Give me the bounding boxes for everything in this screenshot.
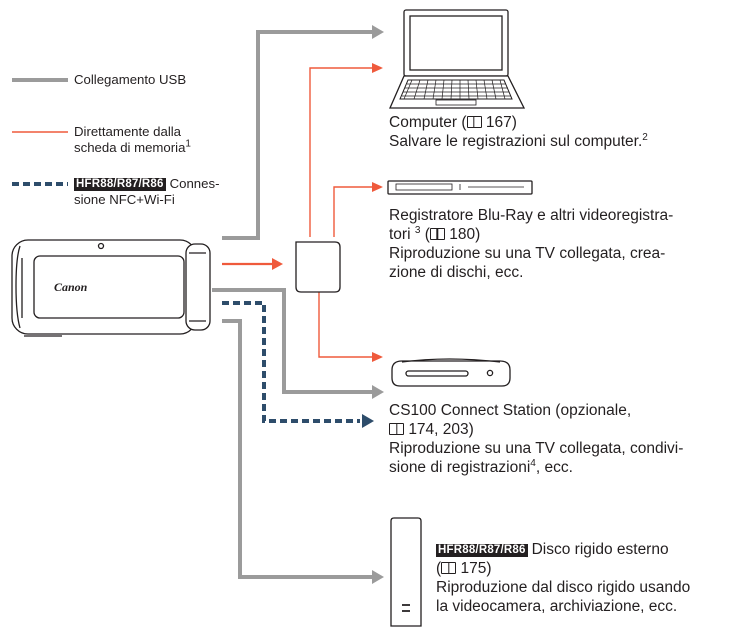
harddisk-desc-line2: la videocamera, archiviazione, ecc. [436, 598, 678, 615]
book-icon [429, 228, 445, 240]
usb-line-station [212, 288, 372, 394]
canon-logo: Canon [54, 280, 88, 294]
memory-line-station [318, 291, 374, 358]
legend-wifi-text1: Connes- [169, 176, 220, 191]
harddisk-title-text: Disco rigido esterno [531, 541, 669, 558]
memory-line-bluray [333, 186, 374, 237]
usb-arrow-computer [372, 25, 384, 39]
model-badge: HFR88/R87/R86 [74, 178, 166, 191]
legend-memory-line1: Direttamente dalla [74, 124, 182, 139]
usb-arrow-station [372, 385, 384, 399]
station-desc-text: sione di registrazioni [389, 459, 531, 476]
memory-card-icon [295, 241, 341, 293]
camcorder-icon: Canon [11, 239, 211, 337]
legend-wifi-line2: sione NFC+Wi-Fi [74, 192, 175, 207]
computer-title: Computer ( 167) [389, 113, 648, 132]
station-title: CS100 Connect Station (opzionale, [389, 402, 632, 419]
book-icon [389, 423, 404, 435]
station-pages[interactable]: 174, 203) [408, 421, 474, 438]
legend-memory-line2: scheda di memoria1 [74, 138, 191, 156]
computer-footnote: 2 [642, 131, 648, 143]
computer-page[interactable]: 167) [485, 114, 517, 131]
bluray-title-text: tori [389, 226, 411, 243]
book-icon [466, 116, 482, 128]
bluray-caption: Registratore Blu-Ray e altri videoregist… [389, 206, 673, 282]
station-desc-end: , ecc. [535, 459, 573, 476]
harddisk-page[interactable]: 175) [460, 560, 492, 577]
harddisk-desc-line1: Riproduzione dal disco rigido usando [436, 579, 691, 596]
bluray-footnote: 3 [414, 224, 421, 236]
laptop-icon [389, 9, 526, 109]
bluray-open-paren: ( [424, 226, 430, 243]
memory-arrow-station [372, 352, 383, 362]
bluray-title-line2: tori 3 ( 180) [389, 225, 673, 244]
memory-line-computer [309, 67, 374, 237]
model-badge: HFR88/R87/R86 [436, 544, 528, 557]
legend-memory-text: scheda di memoria [74, 140, 186, 155]
bluray-desc-line2: zione di dischi, ecc. [389, 264, 524, 281]
connect-station-icon [391, 358, 511, 387]
station-desc-line2: sione di registrazioni4, ecc. [389, 458, 683, 477]
bluray-desc-line1: Riproduzione su una TV collegata, crea- [389, 245, 666, 262]
usb-connections [12, 30, 372, 579]
wifi-arrow-station [362, 414, 374, 428]
usb-line-harddisk [222, 319, 372, 579]
computer-desc-text: Salvare le registrazioni sul computer. [389, 133, 643, 150]
station-pages-line: 174, 203) [389, 420, 683, 439]
harddisk-page-line: ( 175) [436, 559, 690, 578]
harddisk-open-paren: ( [436, 560, 442, 577]
external-harddisk-icon [390, 517, 422, 627]
wifi-line-station [222, 301, 360, 423]
memory-arrowheads [272, 63, 383, 362]
legend-usb-label: Collegamento USB [74, 72, 187, 87]
usb-arrowheads [372, 25, 384, 584]
computer-title-text: Computer ( [389, 114, 467, 131]
usb-line-computer [222, 30, 372, 240]
bluray-page[interactable]: 180) [449, 226, 481, 243]
memory-arrow-card [272, 258, 283, 270]
computer-desc: Salvare le registrazioni sul computer.2 [389, 132, 648, 151]
memory-connections [12, 67, 374, 358]
station-desc-line1: Riproduzione su una TV collegata, condiv… [389, 440, 684, 457]
legend-memory-footnote: 1 [185, 138, 191, 150]
book-icon [441, 562, 457, 574]
wifi-connections [12, 182, 360, 423]
memory-arrow-computer [372, 63, 383, 73]
bluray-title-line1: Registratore Blu-Ray e altri videoregist… [389, 207, 674, 224]
station-caption: CS100 Connect Station (opzionale, 174, 2… [389, 401, 683, 477]
computer-caption: Computer ( 167) Salvare le registrazioni… [389, 113, 648, 151]
memory-arrow-bluray [372, 182, 383, 192]
bluray-recorder-icon [387, 180, 533, 195]
usb-arrow-harddisk [372, 570, 384, 584]
station-footnote: 4 [530, 457, 536, 469]
legend-memory-label: Direttamente dalla scheda di memoria1 [74, 124, 191, 156]
